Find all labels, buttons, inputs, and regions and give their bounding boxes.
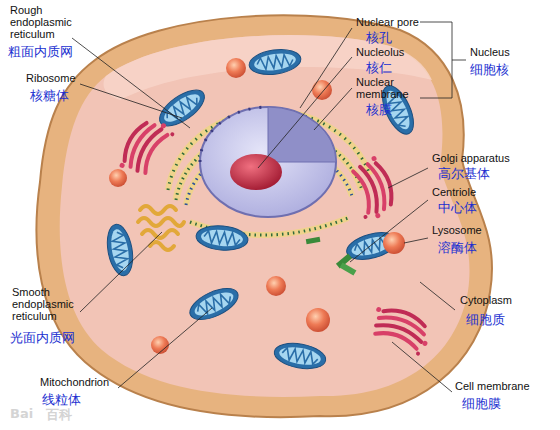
chinese-label: 光面内质网 <box>10 330 75 345</box>
chinese-label: 核糖体 <box>30 88 69 103</box>
part-label: Nucleolus <box>356 46 404 58</box>
nucleus <box>200 107 336 217</box>
watermark: 百科 <box>46 406 72 424</box>
part-label: Rough endoplasmic reticulum <box>10 4 88 40</box>
chinese-label: 高尔基体 <box>438 166 490 181</box>
chinese-label: 细胞质 <box>466 312 505 327</box>
chinese-label: 线粒体 <box>42 392 81 407</box>
part-label: Golgi apparatus <box>432 152 510 164</box>
cell-membrane <box>36 15 492 417</box>
chinese-label: 溶酶体 <box>438 240 477 255</box>
part-label: Nuclear membrane <box>356 76 416 100</box>
lysosomes <box>109 58 405 354</box>
mitochondria <box>104 46 420 372</box>
watermark: Bai <box>10 406 33 421</box>
nucleus-cutaway <box>268 107 336 162</box>
centriole <box>306 237 357 276</box>
nucleolus <box>230 154 282 190</box>
smooth-er <box>138 206 184 250</box>
chinese-label: 核仁 <box>366 60 392 75</box>
part-label: Lysosome <box>432 224 482 236</box>
part-label: Cytoplasm <box>460 294 512 306</box>
chinese-label: 细胞核 <box>470 62 509 77</box>
part-label: Mitochondrion <box>40 376 109 388</box>
part-label: Nuclear pore <box>356 16 419 28</box>
leader-line <box>72 22 466 392</box>
chinese-label: 细胞膜 <box>462 396 501 411</box>
part-label: Ribosome <box>26 72 76 84</box>
part-label: Nucleus <box>470 46 510 58</box>
chinese-label: 中心体 <box>438 200 477 215</box>
nuclear-pores <box>200 107 268 162</box>
cytoplasm <box>60 35 470 397</box>
part-label: Cell membrane <box>455 380 530 392</box>
chinese-label: 粗面内质网 <box>8 44 73 59</box>
part-label: Smooth endoplasmic reticulum <box>12 286 84 322</box>
chinese-label: 核孔 <box>366 30 392 45</box>
golgi-apparatus <box>116 113 435 358</box>
chinese-label: 核膜 <box>366 102 392 117</box>
part-label: Centriole <box>432 186 476 198</box>
